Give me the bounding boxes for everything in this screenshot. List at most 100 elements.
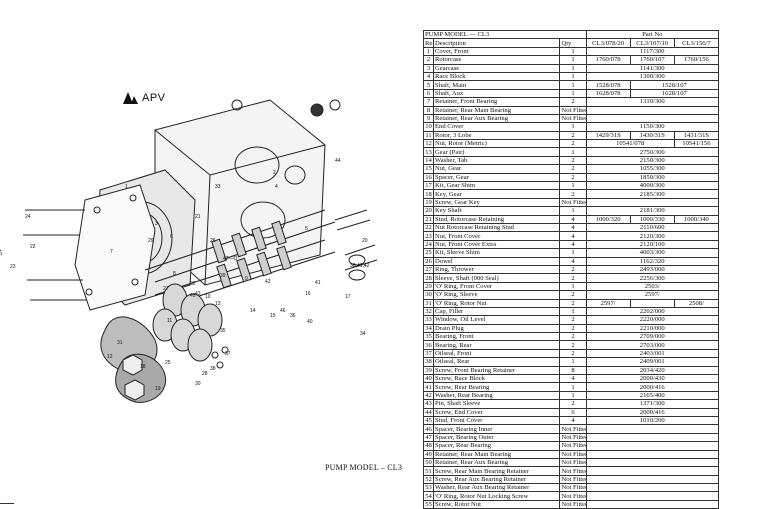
table-header-row: Ref Description Qty CL3/078/20 CL3/107/1… xyxy=(422,38,720,48)
cell-ref: 16 xyxy=(422,172,435,183)
cell-ref: 55 xyxy=(422,499,435,509)
cell-description: Nut Rotorcase Retaining Stud xyxy=(433,222,561,233)
callout-number: 13 xyxy=(215,301,221,307)
callout-number: 34 xyxy=(360,331,366,337)
cell-ref: 5 xyxy=(422,80,435,90)
cell-qty: 2 xyxy=(559,189,587,199)
cell-description: Nut, Front Cover Extra xyxy=(433,239,561,250)
cell-description: Nut, Front Cover xyxy=(433,231,561,241)
callout-number: 31 xyxy=(117,340,123,346)
cell-part-empty xyxy=(585,491,720,501)
cell-description: 'O' Ring, Sleeve xyxy=(433,290,561,300)
cell-qty: 4 xyxy=(559,222,587,233)
callout-number: 27 xyxy=(163,286,169,292)
header-ref: Ref xyxy=(422,38,435,48)
cell-description: Shaft, Main xyxy=(433,80,561,90)
cell-qty: 4 xyxy=(559,231,587,241)
callout-number: 6 xyxy=(170,234,173,240)
cell-qty: 1 xyxy=(559,281,587,292)
cell-ref: 23 xyxy=(422,231,435,241)
cell-qty: 1 xyxy=(559,147,587,157)
cell-description: Ring, Thrower xyxy=(433,264,561,275)
cell-ref: 7 xyxy=(422,97,435,107)
cell-description: Nut, Rotor (Metric) xyxy=(433,139,561,149)
cell-qty: 2 xyxy=(559,164,587,174)
page-number: 45 xyxy=(0,248,3,256)
cell-ref: 49 xyxy=(422,449,435,459)
cell-part-all: 2703/000 xyxy=(585,340,720,350)
cell-description: Screw, Race Block xyxy=(433,373,561,384)
cell-part-all: 2202/000 xyxy=(585,306,720,317)
cell-description: Rotor, 3 Lobe xyxy=(433,130,561,141)
cell-part-all: 1310/300 xyxy=(585,97,720,107)
cell-ref: 38 xyxy=(422,357,435,367)
cell-description: 'O' Ring, Front Cover xyxy=(433,281,561,292)
cell-ref: 6 xyxy=(422,88,435,99)
cell-part-2: 1760/107 xyxy=(629,55,675,65)
cell-part-2-3: 1528/107 xyxy=(629,80,720,90)
cell-ref: 11 xyxy=(422,130,435,141)
cell-description: Spacer, Bearing Outer xyxy=(433,432,561,443)
cell-part-3: 1431/31S xyxy=(673,130,720,141)
callout-number: 28 xyxy=(202,371,208,377)
table-title-row: PUMP MODEL — CL3 Part No xyxy=(423,29,720,40)
cell-part-all: 2409/001 xyxy=(585,357,720,367)
callout-number: 38 xyxy=(210,366,216,372)
callout-number: 32 xyxy=(190,281,196,287)
cell-qty: 2 xyxy=(559,323,587,334)
callout-number: 36 xyxy=(290,313,296,319)
cell-part-all: 2000/430 xyxy=(585,373,720,384)
cell-part-2 xyxy=(629,298,675,308)
cell-qty: 2 xyxy=(559,155,587,166)
cell-description: Shaft, Aux xyxy=(433,88,561,99)
cell-qty: 1 xyxy=(559,357,587,367)
cell-ref: 18 xyxy=(422,189,435,199)
callout-number: 23 xyxy=(10,264,16,270)
callout-number: 7 xyxy=(110,249,113,255)
cell-ref: 17 xyxy=(422,181,435,191)
cell-qty: 1 xyxy=(559,46,587,57)
cell-part-all: 2403/001 xyxy=(585,348,720,359)
rotor-nut xyxy=(124,379,145,401)
cell-part-empty xyxy=(585,105,720,115)
cell-ref: 22 xyxy=(422,222,435,233)
callout-number: 9 xyxy=(245,276,248,282)
callout-number: 46 xyxy=(280,308,286,314)
cell-description: Race Block xyxy=(433,71,561,82)
cell-qty: 1 xyxy=(559,382,587,392)
cell-description: Oilseal, Rear xyxy=(433,357,561,367)
cell-description: Gear (Pair) xyxy=(433,147,561,157)
cell-qty: 1 xyxy=(559,80,587,90)
callout-number: 42 xyxy=(265,279,271,285)
cell-qty: 4 xyxy=(559,415,587,426)
cell-description: Screw, Front Bearing Retainer xyxy=(433,365,561,376)
callout-number: 20 xyxy=(362,238,368,244)
cell-part-3: 1000/340 xyxy=(673,214,720,225)
cell-part-empty xyxy=(585,424,720,434)
cell-ref: 41 xyxy=(422,382,435,392)
figure-caption: PUMP MODEL – CL3 xyxy=(325,463,403,472)
cell-qty: Not Fitted xyxy=(559,197,587,208)
callout-number: 40 xyxy=(307,319,313,325)
callout-number: 10 xyxy=(205,294,211,300)
callout-number: 3 xyxy=(155,221,158,227)
header-part-2: CL3/107/10 xyxy=(629,38,675,48)
cell-qty: 2 xyxy=(559,348,587,359)
cell-ref: 40 xyxy=(422,373,435,384)
